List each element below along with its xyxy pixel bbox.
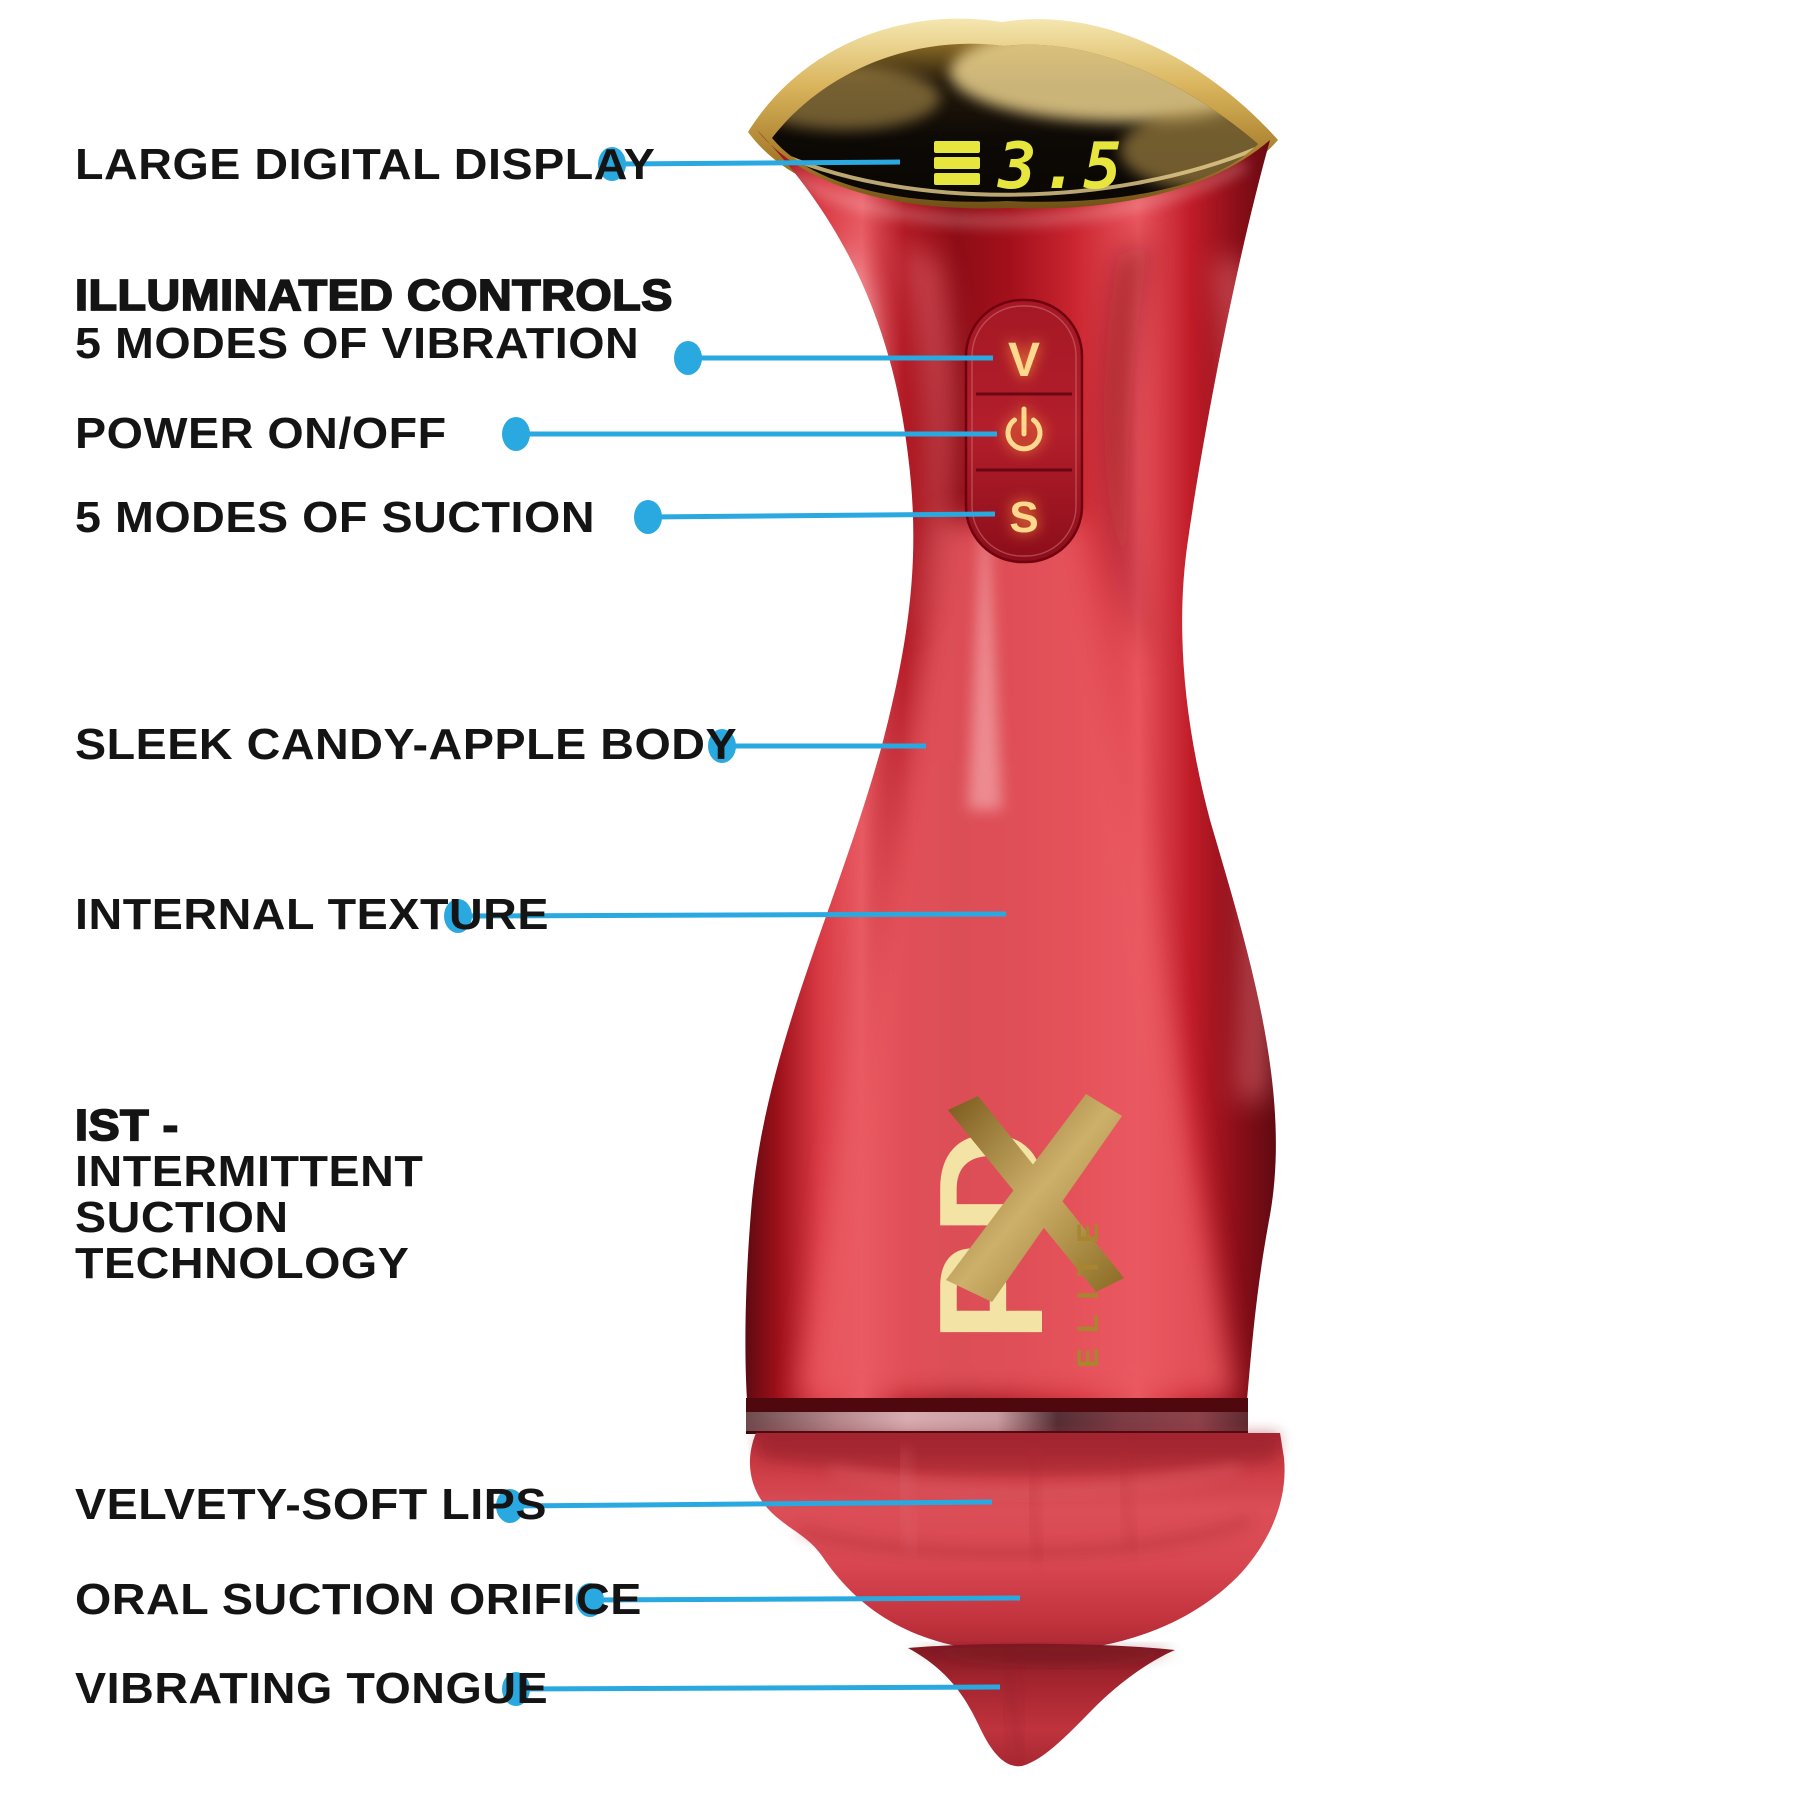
ring-band xyxy=(746,1398,1248,1434)
callout-display: LARGE DIGITAL DISPLAY xyxy=(75,140,656,189)
brand-logo: PD ELITE xyxy=(909,1094,1124,1368)
callout-texture: INTERNAL TEXTURE xyxy=(75,890,550,939)
callout-ist-line1: IST - xyxy=(74,1101,179,1150)
digital-display: 3.5 xyxy=(934,130,1126,204)
callout-ist-line2: INTERMITTENT xyxy=(75,1147,424,1196)
battery-bars-icon xyxy=(934,141,980,185)
tongue xyxy=(908,1643,1175,1767)
callout-orifice: ORAL SUCTION ORIFICE xyxy=(75,1575,642,1624)
control-panel: V S xyxy=(964,298,1084,564)
callout-tongue: VIBRATING TONGUE xyxy=(75,1664,549,1713)
leader-dots xyxy=(444,147,736,1706)
brand-sub-text: ELITE xyxy=(1072,1208,1105,1368)
brand-x-mark xyxy=(946,1094,1124,1302)
leader-lines xyxy=(457,159,1021,1692)
vibration-button[interactable]: V xyxy=(1008,334,1040,387)
suction-button[interactable]: S xyxy=(1009,493,1038,542)
device-body: V S PD ELITE xyxy=(745,130,1276,1434)
callout-vibration: 5 MODES OF VIBRATION xyxy=(75,319,640,368)
callout-power: POWER ON/OFF xyxy=(75,409,447,458)
callout-controls-heading: ILLUMINATED CONTROLS xyxy=(74,271,673,320)
callout-body: SLEEK CANDY-APPLE BODY xyxy=(75,720,738,769)
callout-suction: 5 MODES OF SUCTION xyxy=(75,493,596,542)
power-icon[interactable] xyxy=(1005,406,1043,452)
callout-ist-block: IST - INTERMITTENT SUCTION TECHNOLOGY xyxy=(74,1102,423,1287)
callout-ist-line4: TECHNOLOGY xyxy=(75,1239,410,1288)
callout-ist-line3: SUCTION xyxy=(75,1193,289,1242)
callout-lips: VELVETY-SOFT LIPS xyxy=(75,1480,548,1529)
display-value: 3.5 xyxy=(997,130,1126,204)
lips xyxy=(749,1433,1285,1653)
